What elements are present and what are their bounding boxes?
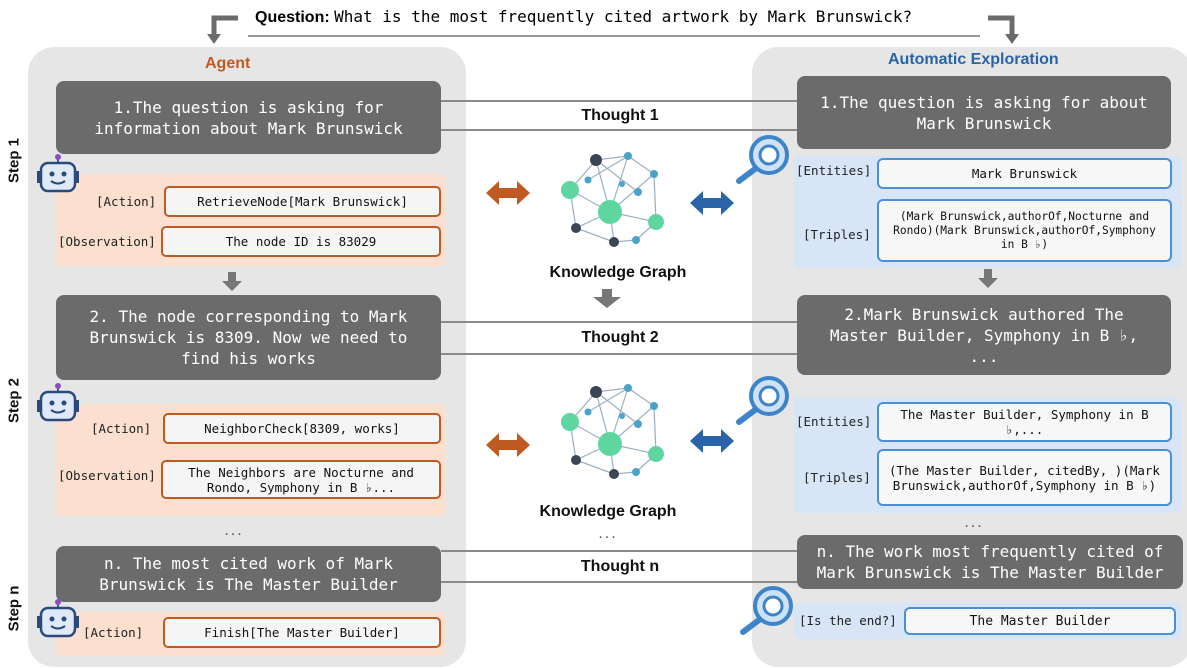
- knowledge-graph-icon: [561, 384, 664, 479]
- exploration-panel-title: Automatic Exploration: [888, 51, 1059, 68]
- observation-box-1: The node ID is 83029: [161, 226, 441, 257]
- triples-label: [Triples]: [803, 227, 871, 242]
- knowledge-graph-icon: [561, 152, 664, 247]
- triples-label: [Triples]: [803, 470, 871, 485]
- explore-ellipsis: ...: [964, 514, 984, 531]
- thought-1-label: Thought 1: [581, 107, 659, 124]
- agent-down-arrow-1: [222, 272, 242, 291]
- action-box-2: NeighborCheck[8309, works]: [163, 413, 441, 444]
- thought-n-connector-top: [441, 550, 797, 552]
- question-label: Question:: [255, 9, 330, 26]
- question-header: Question: What is the most frequently ci…: [255, 7, 912, 27]
- thought-n-label: Thought n: [580, 558, 660, 575]
- explore-thought-2: 2.Mark Brunswick authored The Master Bui…: [797, 295, 1171, 375]
- triples-box-2: (The Master Builder, citedBy, )(Mark Bru…: [877, 449, 1172, 506]
- agent-thought-2: 2. The node corresponding to Mark Brunsw…: [56, 295, 441, 380]
- thought-n-connector-bottom: [441, 581, 797, 583]
- agent-thought-1: 1.The question is asking for information…: [56, 81, 441, 154]
- knowledge-graph-label: Knowledge Graph: [539, 503, 677, 520]
- triples-box-1: (Mark Brunswick,authorOf,Nocturne and Ro…: [877, 199, 1172, 262]
- action-box-n: Finish[The Master Builder]: [163, 617, 441, 648]
- explore-thought-1: 1.The question is asking for about Mark …: [797, 76, 1171, 149]
- action-label: [Action]: [83, 625, 144, 640]
- magnifier-icon: [740, 586, 793, 635]
- robot-icon: [37, 599, 79, 638]
- magnifier-icon: [736, 376, 789, 425]
- robot-icon: [37, 154, 79, 193]
- question-arrows: [207, 15, 1019, 44]
- orange-double-arrow: [486, 433, 530, 457]
- step-1-label: Step 1: [5, 138, 23, 184]
- thought-1-connector-bottom: [441, 129, 797, 131]
- question-text: What is the most frequently cited artwor…: [334, 7, 913, 26]
- step-n-label: Step n: [5, 585, 23, 632]
- observation-box-2: The Neighbors are Nocturne and Rondo, Sy…: [161, 460, 441, 499]
- thought-2-connector-bottom: [441, 353, 797, 355]
- end-answer-box: The Master Builder: [904, 607, 1176, 635]
- entities-label: [Entities]: [796, 163, 872, 178]
- down-arrow: [593, 289, 621, 308]
- down-arrow: [978, 269, 998, 288]
- blue-double-arrow: [690, 429, 734, 453]
- action-label: [Action]: [91, 421, 152, 436]
- action-label: [Action]: [96, 194, 157, 209]
- explore-thought-n: n. The work most frequently cited of Mar…: [797, 535, 1183, 589]
- agent-thought-n: n. The most cited work of Mark Brunswick…: [56, 546, 441, 602]
- middle-ellipsis: ...: [598, 525, 618, 542]
- blue-double-arrow: [690, 191, 734, 215]
- step-2-label: Step 2: [5, 378, 23, 424]
- agent-ellipsis: ...: [224, 522, 244, 539]
- observation-label: [Observation]: [58, 234, 156, 249]
- agent-panel-title: Agent: [205, 55, 251, 72]
- robot-icon: [37, 383, 79, 422]
- entities-box-2: The Master Builder, Symphony in B ♭,...: [877, 402, 1172, 442]
- magnifier-icon: [736, 135, 789, 184]
- thought-2-connector-top: [441, 321, 797, 323]
- entities-label: [Entities]: [796, 414, 872, 429]
- entities-box-1: Mark Brunswick: [877, 158, 1172, 189]
- observation-label: [Observation]: [58, 468, 156, 483]
- orange-double-arrow: [486, 181, 530, 205]
- thought-2-label: Thought 2: [581, 329, 659, 346]
- thought-1-connector-top: [441, 100, 797, 102]
- action-box-1: RetrieveNode[Mark Brunswick]: [164, 186, 441, 217]
- knowledge-graph-label: Knowledge Graph: [549, 264, 687, 281]
- is-end-label: [Is the end?]: [799, 613, 897, 628]
